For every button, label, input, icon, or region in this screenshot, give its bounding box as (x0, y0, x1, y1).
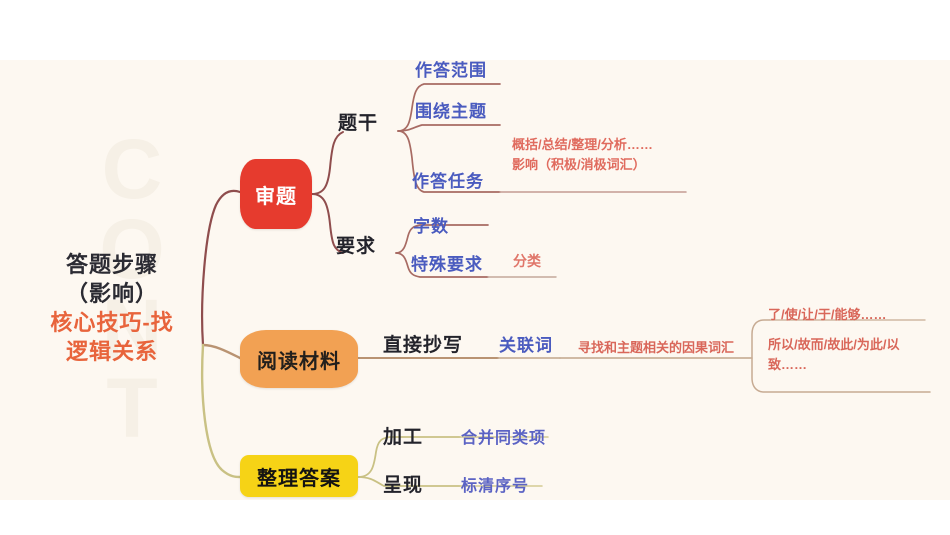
label-zhijie-chaoxie[interactable]: 直接抄写 (383, 335, 464, 356)
note-fenlei: 分类 (513, 253, 541, 269)
link-tigan-weirao (397, 124, 501, 132)
link-root-zhengli (200, 343, 242, 479)
label-jiagong[interactable]: 加工 (383, 427, 424, 448)
label-chengxian[interactable]: 呈现 (383, 475, 424, 496)
link-zhengli-jiagong (357, 436, 461, 478)
link-note-bracket (751, 319, 931, 393)
link-tigan-renwu (397, 130, 501, 193)
label-zuoda-fanwei[interactable]: 作答范围 (415, 61, 487, 80)
label-weirao-zhuti[interactable]: 围绕主题 (415, 102, 487, 121)
link-shenti-yaoqiu (311, 193, 344, 254)
label-teshu-yaoqiu[interactable]: 特殊要求 (411, 255, 483, 274)
note-xunzhao-yinguo: 寻找和主题相关的因果词汇 (578, 340, 735, 355)
link-zhengli-chengxian (357, 476, 461, 487)
node-shenti[interactable]: 审题 (240, 159, 312, 229)
link-root-yuedu (201, 343, 242, 360)
root-title: 答题步骤 （影响） 核心技巧-找 逻辑关系 (22, 250, 202, 366)
root-title-line-1: 答题步骤 (65, 252, 158, 277)
link-yaoqiu-zishu (395, 224, 489, 254)
link-root-shenti (201, 189, 242, 347)
label-tigan[interactable]: 题干 (338, 113, 379, 134)
label-hebing-tonglei[interactable]: 合并同类项 (461, 430, 547, 447)
node-shenti-label: 审题 (255, 185, 297, 208)
label-zishu[interactable]: 字数 (413, 217, 449, 236)
label-biaoqing-xuhao[interactable]: 标清序号 (461, 478, 530, 495)
note-gaikuo: 概括/总结/整理/分析…… (512, 137, 653, 152)
label-guanlianci[interactable]: 关联词 (499, 336, 553, 355)
root-title-line-2: （影响） (65, 281, 158, 307)
link-yaoqiu-teshu (395, 252, 489, 278)
root-title-line-3: 核心技巧-找 (50, 310, 174, 336)
node-zhengli-daan[interactable]: 整理答案 (240, 455, 358, 497)
link-tigan-zuodafanwei (397, 83, 501, 132)
link-shenti-titigan (311, 131, 344, 195)
root-title-line-4: 逻辑关系 (65, 339, 158, 365)
note-suoyi-guer: 所以/故而/故此/为此/以致…… (768, 337, 900, 373)
note-le-shi-rang: 了/使/让/于/能够…… (768, 307, 887, 322)
node-yuedu-cailiao-label: 阅读材料 (257, 350, 341, 373)
label-zuoda-renwu[interactable]: 作答任务 (412, 172, 484, 191)
node-zhengli-daan-label: 整理答案 (257, 467, 341, 490)
note-yingxiang: 影响（积极/消极词汇） (512, 157, 646, 172)
note-leaf-group: 了/使/让/于/能够…… 所以/故而/故此/为此/以致…… (768, 305, 933, 375)
node-yuedu-cailiao[interactable]: 阅读材料 (240, 330, 358, 388)
label-yaoqiu[interactable]: 要求 (336, 236, 377, 257)
